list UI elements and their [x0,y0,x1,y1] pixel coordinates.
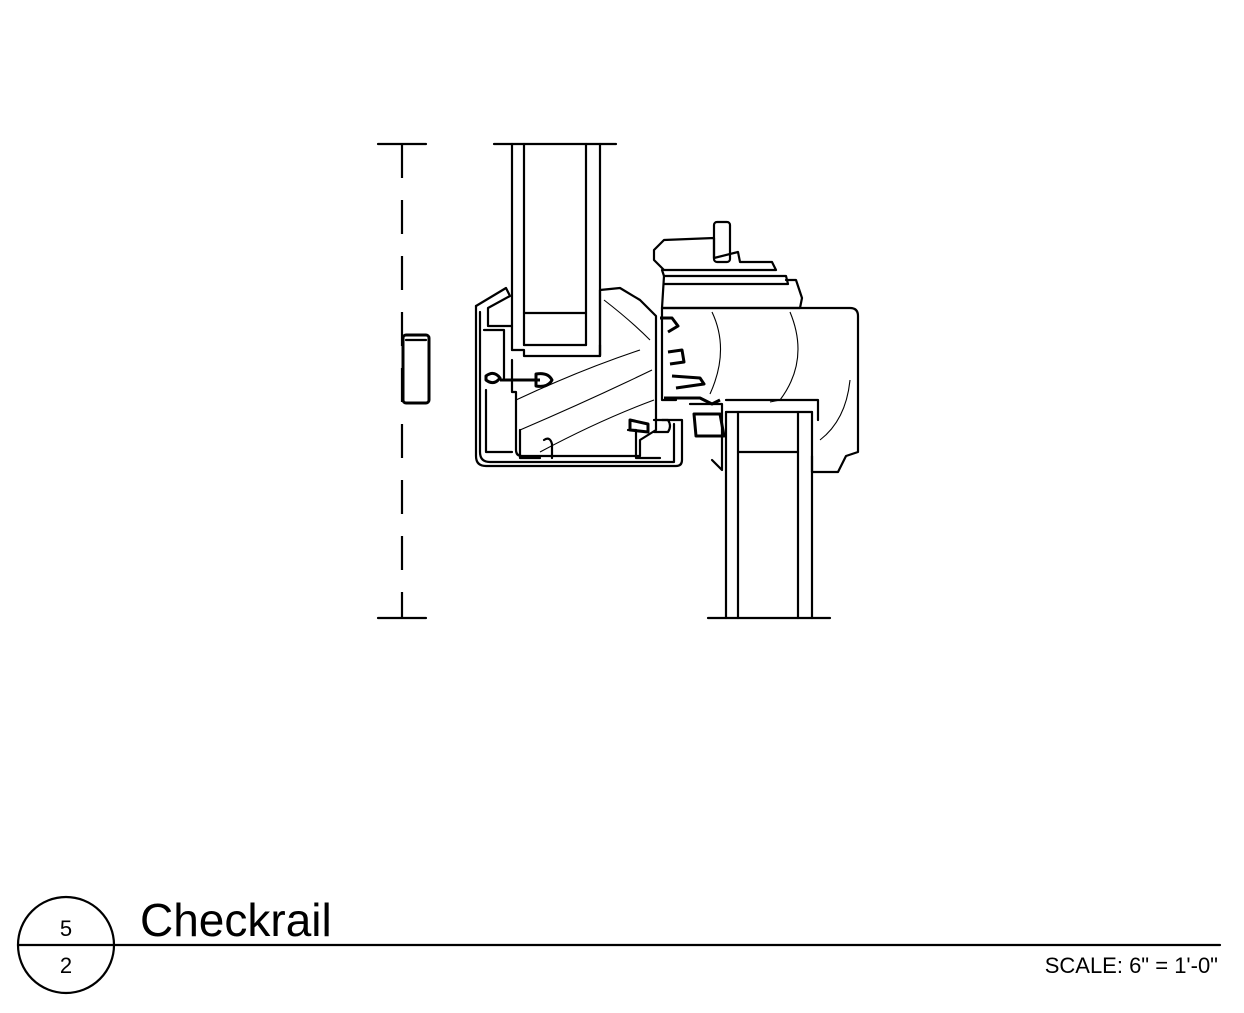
detail-title: Checkrail [140,894,332,946]
upper-sash-glass [492,142,618,358]
scale-label: SCALE: 6" = 1'-0" [1045,953,1218,978]
upper-sash-frame [474,286,684,468]
detail-title-block: 5 2 Checkrail SCALE: 6" = 1'-0" [16,894,1222,995]
sheet-number: 2 [60,953,72,978]
screen-clip-symbol [401,333,431,405]
lower-sash-frame [652,306,860,474]
lower-sash-glass [706,410,832,620]
sash-lock-hardware [652,220,804,310]
detail-number: 5 [60,916,72,941]
